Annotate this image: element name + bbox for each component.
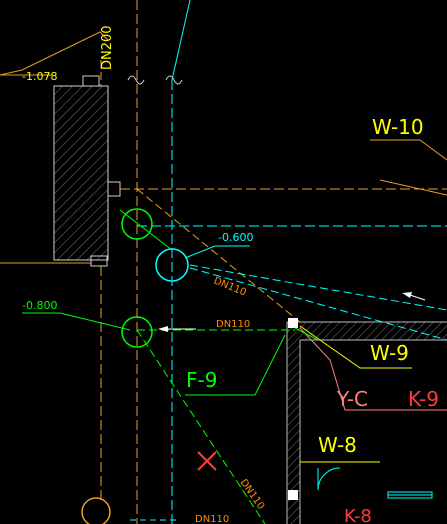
manhole-cyan[interactable]: [155, 248, 189, 282]
red-pipe-building: [299, 327, 447, 411]
label-f9: F-9: [186, 368, 217, 392]
w10-leader: [370, 139, 447, 161]
manhole-lower[interactable]: [121, 316, 153, 348]
cyan-pipe-diagonal-1: [189, 264, 447, 311]
elevation-leader-0600-diag: [184, 245, 216, 259]
flow-arrow-mid-head: [158, 326, 168, 332]
green-link-building: [294, 327, 319, 341]
elevation-0800: -0.800: [22, 299, 57, 312]
flow-arrow-right-line: [409, 294, 426, 301]
label-k8: K-8: [344, 506, 372, 524]
elevation-leader-0800-diag: [59, 312, 131, 331]
septic-tank-block[interactable]: [53, 85, 109, 261]
elevation-0600: -0.600: [218, 231, 253, 244]
pipe-diagonal-to-building: [136, 188, 301, 323]
label-w10: W-10: [372, 115, 424, 139]
tank-inlet-box: [82, 75, 100, 87]
w9-leader: [299, 325, 412, 369]
pipe-w10-right: [379, 179, 447, 196]
green-pipe-diagonal: [136, 329, 266, 524]
label-w9: W-9: [370, 341, 409, 365]
break-symbol-right: [165, 75, 183, 85]
dim-dn110-b: DN110: [216, 319, 250, 330]
junction-node-w8[interactable]: [288, 490, 298, 500]
pipe-upper-left: [0, 31, 109, 76]
break-symbol-left: [127, 75, 145, 85]
building-interior: [300, 340, 447, 524]
elevation-1078: -1.078: [22, 70, 57, 83]
cyan-pipe-upper: [171, 0, 191, 81]
f9-leader: [185, 334, 286, 396]
green-pipe-connector: [119, 209, 173, 251]
label-w8: W-8: [318, 433, 357, 457]
dim-dn200: DN200: [100, 25, 115, 70]
flow-arrow-right-head: [402, 292, 412, 298]
cyan-pipe-diagonal-2: [189, 267, 447, 341]
removal-mark-b: [197, 451, 217, 471]
junction-node-f9[interactable]: [288, 318, 298, 328]
label-k9: K-9: [408, 387, 439, 411]
label-yc: Y-C: [336, 387, 368, 411]
manhole-bottom[interactable]: [81, 497, 111, 524]
manhole-upper[interactable]: [121, 208, 153, 240]
tank-outlet-box: [90, 255, 108, 267]
dim-dn110-d: DN110: [195, 514, 229, 524]
